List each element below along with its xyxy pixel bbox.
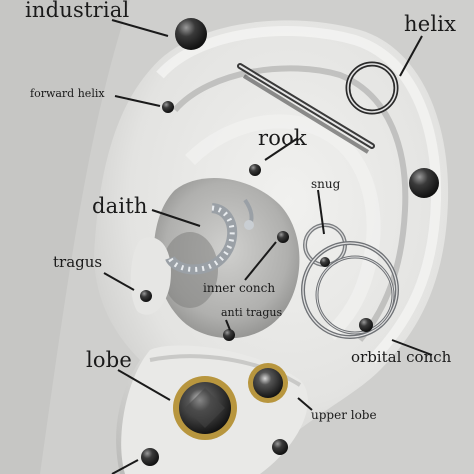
- label-upper-lobe: upper lobe: [311, 408, 377, 422]
- daith-ring: [165, 203, 238, 275]
- industrial-end-ball: [409, 168, 439, 198]
- forward-helix-stud: [162, 101, 174, 113]
- bottom-lobe-stud: [141, 448, 159, 466]
- anti-tragus-stud: [223, 329, 235, 341]
- label-anti-tragus: anti tragus: [221, 306, 283, 319]
- label-tragus: tragus: [53, 253, 103, 271]
- label-daith: daith: [92, 194, 148, 218]
- label-orbital-conch: orbital conch: [351, 348, 452, 366]
- label-rook: rook: [258, 126, 307, 150]
- label-lobe: lobe: [86, 348, 133, 372]
- upper-lobe-small-stud: [272, 439, 288, 455]
- lobe-stud: [173, 376, 237, 440]
- rook-stud: [249, 164, 261, 176]
- leader-lines: [103, 19, 433, 474]
- label-industrial: industrial: [25, 0, 130, 22]
- industrial-barbell: [237, 63, 375, 154]
- inner-conch-stud: [277, 231, 289, 243]
- label-snug: snug: [311, 177, 341, 191]
- tragus-stud: [140, 290, 152, 302]
- label-inner-conch: inner conch: [203, 281, 276, 295]
- label-helix: helix: [404, 12, 457, 36]
- upper-lobe-stud: [248, 363, 288, 403]
- industrial-ball: [175, 18, 207, 50]
- label-forward-helix: forward helix: [30, 87, 105, 100]
